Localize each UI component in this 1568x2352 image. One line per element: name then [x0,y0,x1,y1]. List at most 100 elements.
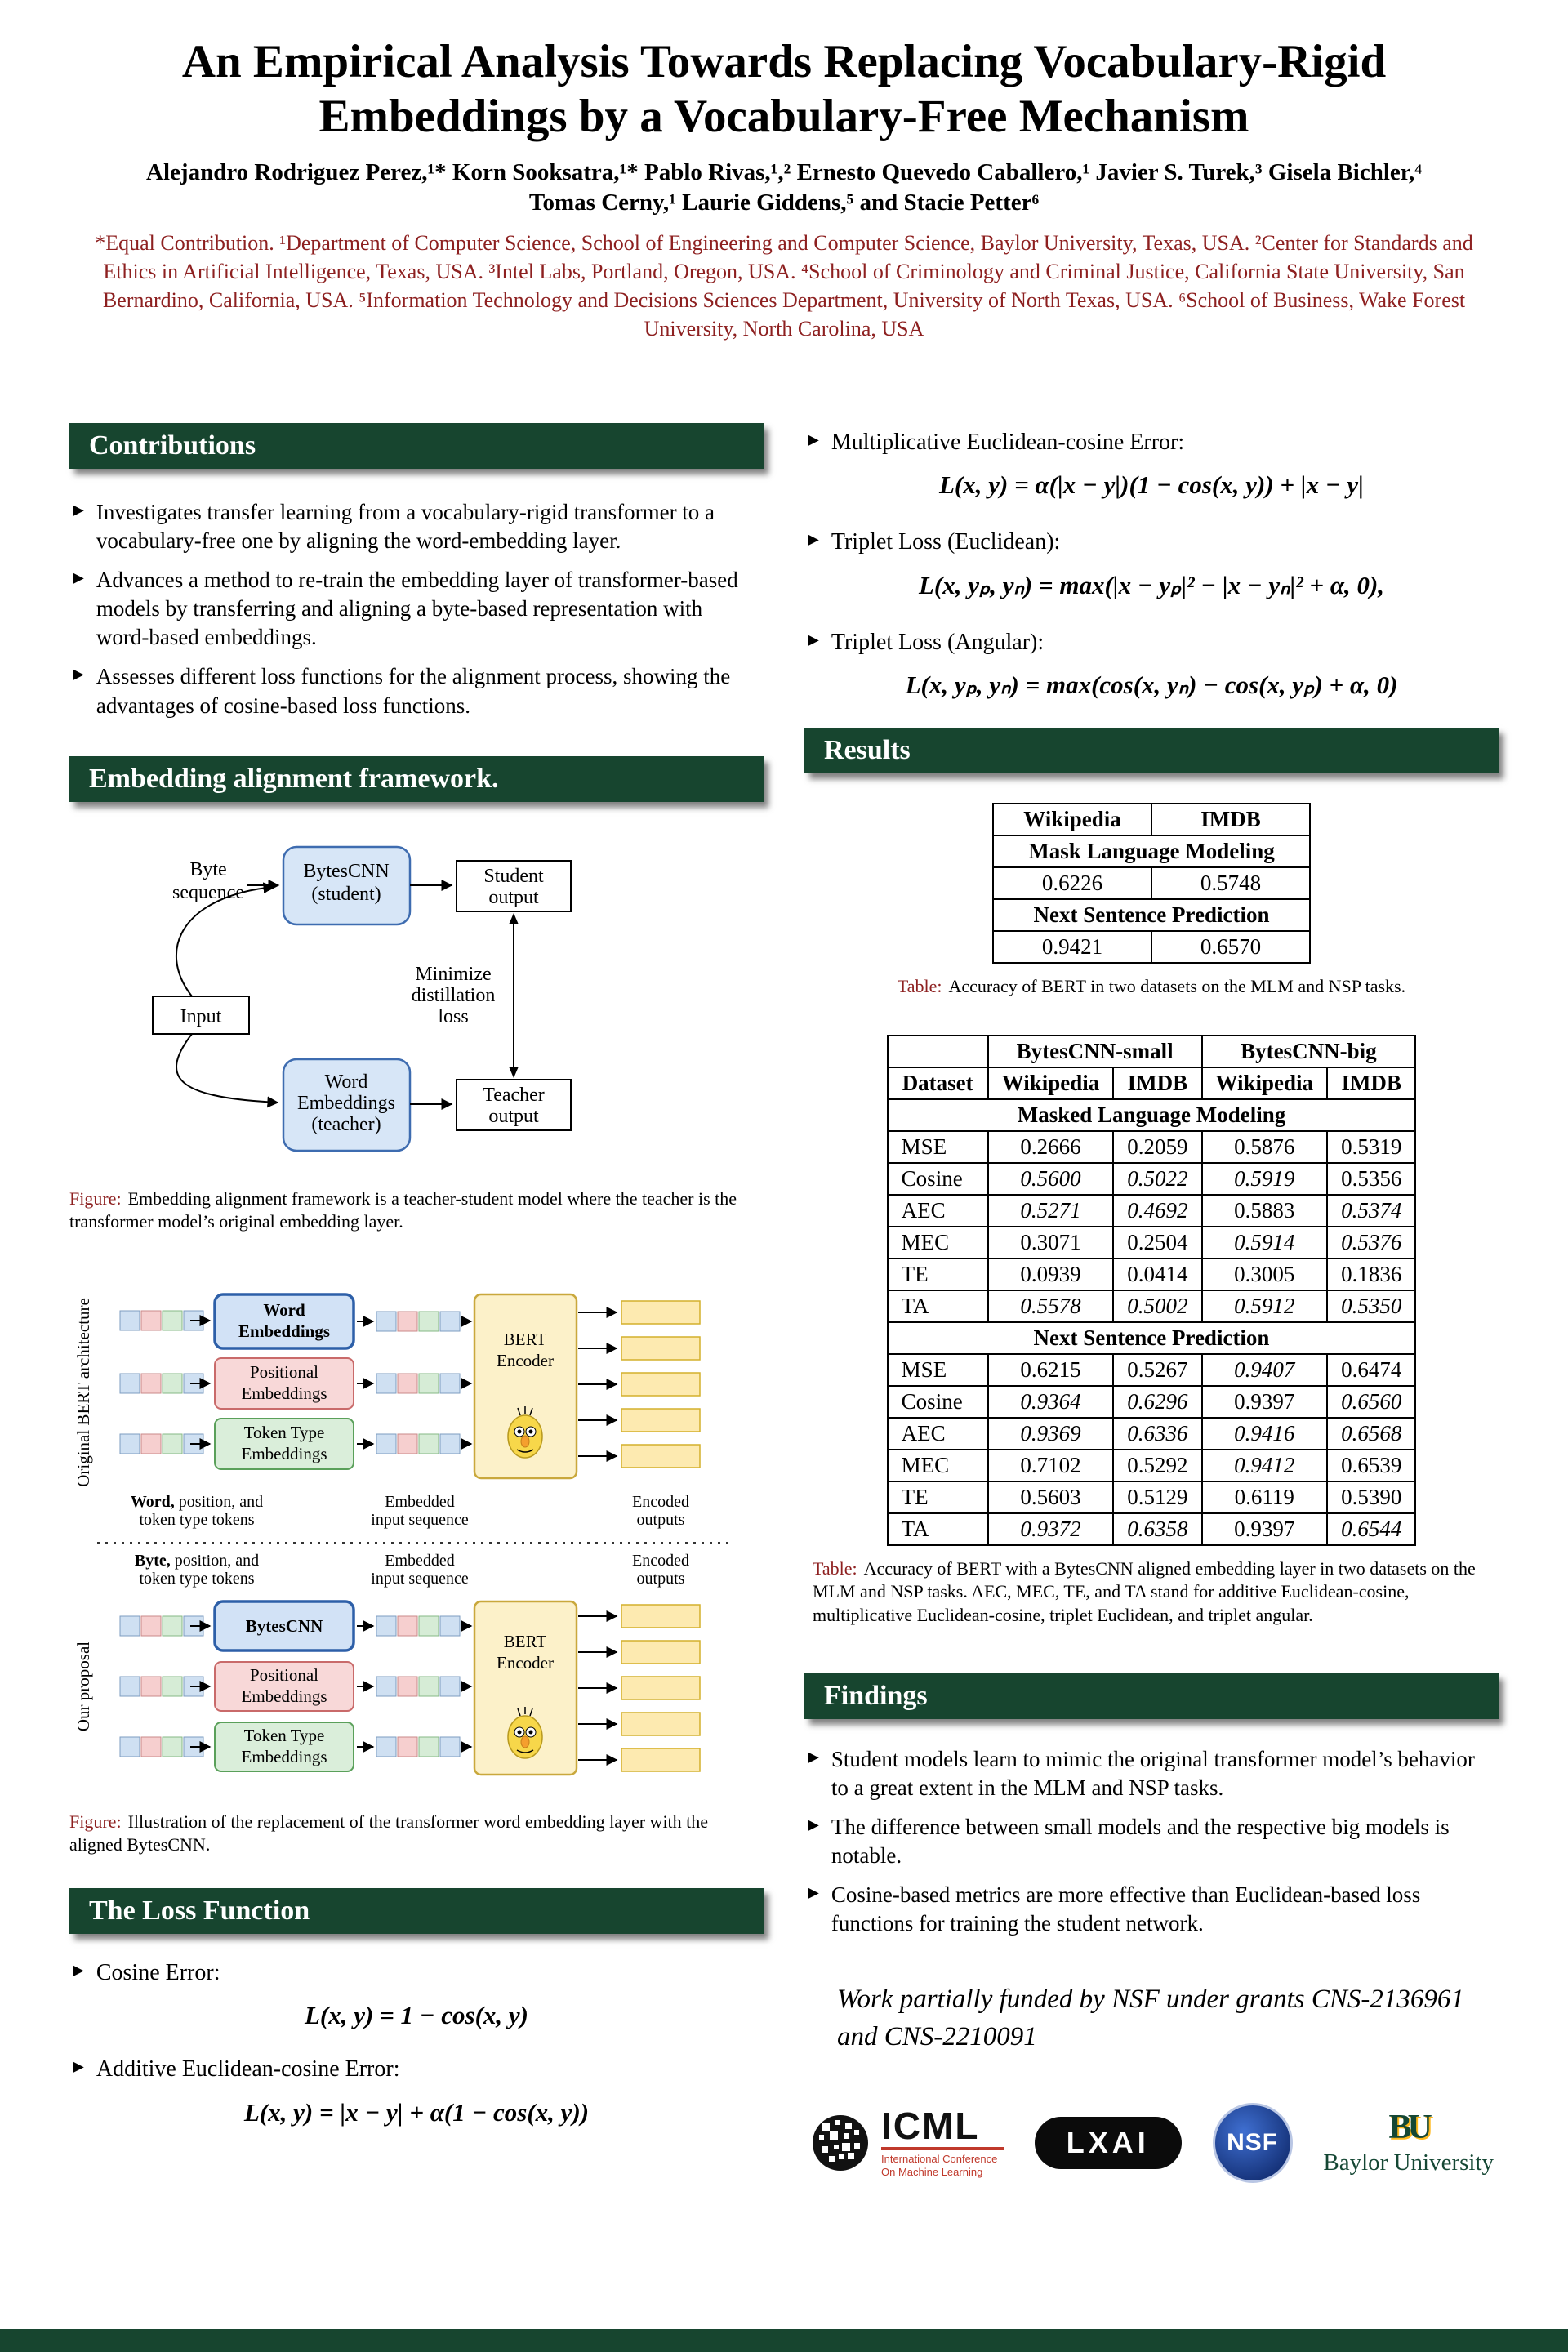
table-value-cell: 0.6474 [1326,1352,1417,1387]
bullet-text: The difference between small models and … [831,1814,1450,1868]
bullet-icon: ▶ [73,2058,84,2075]
table-value-cell: 0.5390 [1326,1480,1417,1514]
table-value-cell: 0.2666 [987,1129,1115,1164]
student-output-box [456,859,572,912]
original-bert-label: Original BERT architecture [74,1298,93,1487]
baylor-wordmark: Baylor University [1323,2149,1494,2176]
bullet-text: Assesses different loss functions for th… [96,664,731,718]
svg-text:Token Type: Token Type [244,1726,325,1745]
table-header-cell: IMDB [1326,1066,1417,1100]
bert-encoder-box [473,1293,578,1480]
table-header-cell: Wikipedia [1200,1066,1329,1100]
svg-text:Word: Word [325,1071,368,1093]
svg-text:Embeddings: Embeddings [242,1383,327,1403]
svg-text:Embeddings: Embeddings [242,1686,327,1706]
table-value-cell: 0.5600 [987,1161,1115,1196]
table-rowlabel-cell: TE [886,1257,989,1291]
table-section-cell: Mask Language Modeling [992,835,1311,869]
table-row: Next Sentence Prediction [886,1321,1417,1355]
table-value-cell: 0.1836 [1326,1257,1417,1291]
loss-ta-label: Triplet Loss (Angular): [831,629,1045,655]
svg-text:Encoder: Encoder [497,1653,554,1673]
table-value-cell: 0.6119 [1200,1480,1329,1514]
table-row: Masked Language Modeling [886,1098,1417,1132]
svg-text:Token Type: Token Type [244,1423,325,1442]
table-rowlabel-cell: MEC [886,1225,989,1259]
table-value-cell: 0.5271 [987,1193,1115,1227]
authors-line-2: Tomas Cerny,¹ Laurie Giddens,⁵ and Staci… [528,189,1040,216]
svg-text:Encoder: Encoder [497,1351,554,1370]
svg-text:output: output [488,1106,539,1127]
title-line-2: Embeddings by a Vocabulary-Free Mechanis… [318,91,1250,143]
svg-text:input sequence: input sequence [371,1570,469,1588]
svg-text:Embeddings: Embeddings [297,1093,395,1114]
table-value-cell: 0.6215 [987,1352,1115,1387]
table-value-cell: 0.7102 [987,1448,1115,1482]
table-header-cell: Wikipedia [992,803,1152,837]
svg-text:Embedded: Embedded [385,1552,455,1570]
svg-text:Embeddings: Embeddings [242,1444,327,1463]
table-value-cell: 0.6336 [1112,1416,1203,1450]
funding-note: Work partially funded by NSF under grant… [837,1984,1464,2052]
table-header-cell: Dataset [886,1066,989,1100]
table-value-cell: 0.4692 [1112,1193,1203,1227]
bullet-text: Student models learn to mimic the origin… [831,1746,1475,1800]
loss-aec-label: Additive Euclidean-cosine Error: [96,2056,400,2082]
table-value-cell: 0.9421 [992,930,1152,964]
svg-text:input sequence: input sequence [371,1511,469,1529]
bullet-icon: ▶ [73,666,84,683]
svg-text:output: output [488,887,539,908]
section-header-loss: The Loss Function [69,1888,764,1935]
table-section-cell: Next Sentence Prediction [886,1321,1417,1355]
table-value-cell: 0.3005 [1200,1257,1329,1291]
svg-text:BytesCNN: BytesCNN [246,1616,323,1636]
table-corner-cell [886,1034,989,1068]
svg-text:Embedded: Embedded [385,1493,455,1511]
bullet-icon: ▶ [808,1883,819,1900]
table-value-cell: 0.6539 [1326,1448,1417,1482]
table-rowlabel-cell: TA [886,1512,989,1546]
svg-text:outputs: outputs [637,1511,685,1529]
svg-text:Encoded: Encoded [632,1552,689,1570]
loss-aec-formula: L(x, y) = |x − y| + α(1 − cos(x, y)) [243,2097,590,2127]
section-header-framework: Embedding alignment framework. [69,755,764,802]
input-box [152,995,250,1035]
icml-wordmark: ICML [881,2105,980,2148]
table-value-cell: 0.5914 [1200,1225,1329,1259]
table-rowlabel-cell: MSE [886,1129,989,1164]
svg-text:(teacher): (teacher) [311,1114,381,1135]
architecture-caption: Figure:Illustration of the replacement o… [69,1811,709,1855]
table-value-cell: 0.5883 [1200,1193,1329,1227]
loss-te-formula: L(x, yₚ, yₙ) = max(|x − yₚ|² − |x − yₙ|²… [918,570,1385,599]
table-value-cell: 0.6226 [992,866,1152,901]
byte-tokens-label: Byte, position, and [135,1552,259,1570]
loss-aec: ▶ Additive Euclidean-cosine Error: L(x, y… [69,2055,764,2127]
positional-embeddings-box-2 [214,1660,354,1712]
bullet-item: ▶ Student models learn to mimic the origi… [808,1745,1495,1802]
table-value-cell: 0.9407 [1200,1352,1329,1387]
loss-cosine: ▶Cosine Error: L(x, y) = 1 − cos(x, y) [69,1958,764,2030]
loss-triplet-euclidean: ▶Triplet Loss (Euclidean): L(x, yₚ, yₙ) … [804,528,1499,599]
icml-red-bar [881,2147,1004,2151]
loss-triplet-angular: ▶Triplet Loss (Angular): L(x, yₚ, yₙ) = … [804,628,1499,700]
table-header-cell: IMDB [1112,1066,1203,1100]
table-header-cell: IMDB [1151,803,1311,837]
table-value-cell: 0.6570 [1151,930,1311,964]
table-value-cell: 0.5876 [1200,1129,1329,1164]
svg-text:Positional: Positional [250,1665,318,1685]
bullet-text: Investigates transfer learning from a vo… [96,500,715,554]
bullet-icon: ▶ [808,1748,819,1765]
svg-text:token type tokens: token type tokens [139,1570,254,1588]
